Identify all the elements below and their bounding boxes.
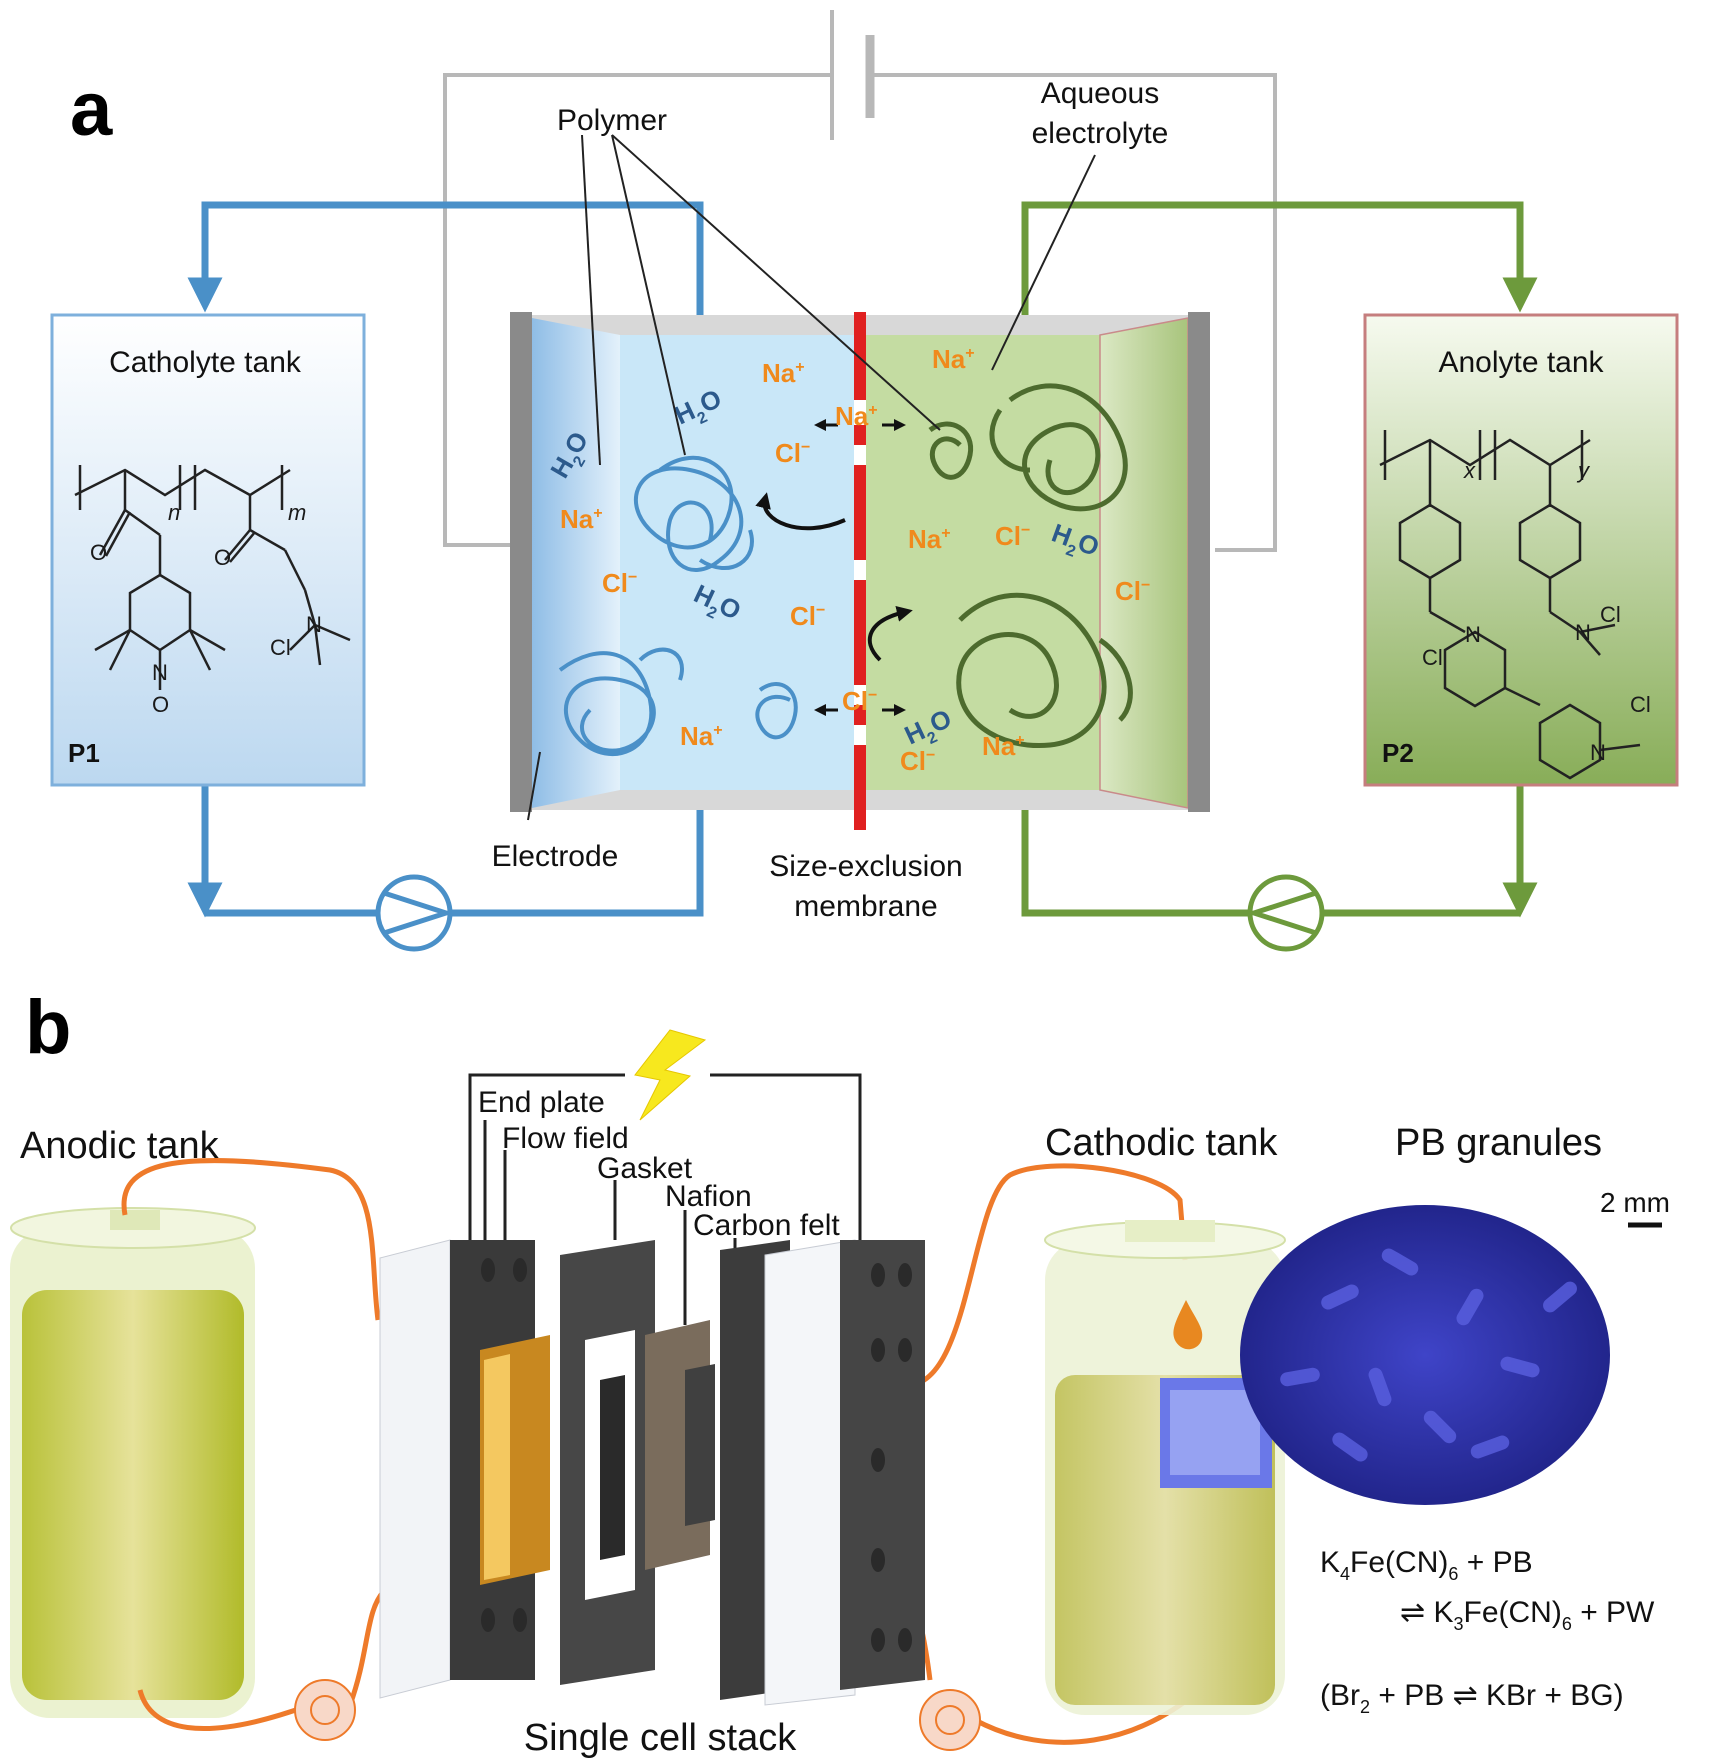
na-ion: Na+: [560, 504, 603, 534]
stack-leaders: [468, 1073, 862, 1325]
arrow-curve-right: [867, 605, 913, 662]
polymer-coils-blue: [558, 455, 798, 757]
aqueous-label: Aqueous: [1041, 77, 1159, 110]
pb-granules-label: PB granules: [1395, 1122, 1602, 1164]
anolyte-tank: Anolyte tank N N: [1363, 313, 1679, 787]
na-ion: Na+: [762, 358, 805, 388]
svg-text:y: y: [1576, 458, 1591, 483]
stack-component-labels: End plate Flow field Gasket Nafion Carbo…: [478, 1086, 840, 1759]
cl-ion: Cl−: [995, 521, 1030, 551]
polymer-coils-green: [928, 383, 1133, 749]
svg-text:N: N: [1590, 740, 1606, 765]
catholyte-tank: Catholyte tank O: [50, 313, 366, 787]
na-ion: Na+: [908, 524, 951, 554]
granules-photo: [1240, 1205, 1610, 1505]
equations: K4Fe(CN)6 + PB ⇌ K3Fe(CN)6 + PW (Br2 + P…: [1320, 1546, 1655, 1717]
svg-text:Cl: Cl: [270, 635, 291, 660]
svg-text:Cl: Cl: [1630, 692, 1651, 717]
cl-ion: Cl−: [900, 746, 935, 776]
p1-label: P1: [68, 738, 100, 768]
svg-text:N: N: [152, 660, 168, 685]
svg-text:Cl: Cl: [1422, 645, 1443, 670]
cathodic-tank-label: Cathodic tank: [1045, 1122, 1278, 1164]
electrode-label: Electrode: [492, 840, 619, 873]
p1-structure: [74, 465, 351, 690]
flow-cell: Na+ Na+ Cl− Na+ Cl− Cl− Na+ Cl− Na+ Na+ …: [510, 312, 1210, 830]
anolyte-loop: [1021, 201, 1538, 918]
equation-2: ⇌ K3Fe(CN)6 + PW: [1400, 1596, 1655, 1634]
gasket-label: Gasket: [597, 1152, 693, 1185]
p2-structure: [1379, 430, 1641, 780]
pump-icon: [375, 874, 455, 952]
anodic-tank: Anodic tank: [10, 1125, 256, 1718]
scale-bar-label: 2 mm: [1600, 1187, 1670, 1218]
svg-text:N: N: [1465, 622, 1481, 647]
droplet-icon: [1173, 1300, 1203, 1350]
membrane-label-line1: Size-exclusion: [769, 850, 962, 883]
equation-3: (Br2 + PB ⇌ KBr + BG): [1320, 1679, 1624, 1717]
cl-ion: Cl−: [775, 438, 810, 468]
external-circuit: [443, 10, 1277, 552]
end-plate-label: End plate: [478, 1086, 605, 1119]
na-ion: Na+: [680, 721, 723, 751]
svg-text:m: m: [288, 500, 306, 525]
single-cell-stack-label: Single cell stack: [524, 1717, 797, 1759]
cl-ion: Cl−: [842, 686, 877, 716]
polymer-label: Polymer: [557, 104, 667, 137]
svg-text:n: n: [168, 500, 180, 525]
svg-text:x: x: [1463, 458, 1476, 483]
svg-text:O: O: [214, 545, 231, 570]
svg-text:N: N: [306, 612, 322, 637]
cl-ion: Cl−: [1115, 576, 1150, 606]
electrolyte-label: electrolyte: [1032, 117, 1169, 150]
panel-a-letter: a: [70, 67, 113, 152]
cathodic-tank: Cathodic tank: [1044, 1122, 1286, 1715]
panel-b-letter: b: [25, 985, 71, 1070]
pump-icon: [1245, 874, 1325, 952]
flow-field-label: Flow field: [502, 1122, 629, 1155]
na-ion: Na+: [982, 731, 1025, 761]
equation-1: K4Fe(CN)6 + PB: [1320, 1546, 1533, 1584]
cl-ion: Cl−: [790, 601, 825, 631]
svg-text:O: O: [90, 540, 107, 565]
lightning-icon: [634, 1029, 707, 1121]
na-ion: Na+: [835, 401, 878, 431]
pump-icon: [919, 1689, 981, 1751]
pump-icon: [294, 1679, 356, 1741]
ion-labels: Na+ Na+ Cl− Na+ Cl− Cl− Na+ Cl− Na+ Na+ …: [560, 344, 1150, 776]
membrane-label-line2: membrane: [794, 890, 937, 923]
svg-text:O: O: [152, 692, 169, 717]
single-cell-stack: [379, 1239, 925, 1706]
svg-text:N: N: [1575, 620, 1591, 645]
cl-ion: Cl−: [602, 568, 637, 598]
panel-a: a: [50, 10, 1679, 952]
catholyte-loop: [187, 201, 704, 918]
p2-label: P2: [1382, 738, 1414, 768]
carbon-felt-label: Carbon felt: [693, 1209, 840, 1242]
electrode-left: [510, 312, 532, 812]
svg-text:Cl: Cl: [1600, 602, 1621, 627]
na-ion: Na+: [932, 344, 975, 374]
arrow-curve-left: [755, 492, 846, 531]
catholyte-tank-label: Catholyte tank: [109, 346, 302, 379]
panel-b: b Anodic tank: [10, 985, 1670, 1759]
nafion-label: Nafion: [665, 1180, 752, 1213]
electrode-right: [1188, 312, 1210, 812]
callout-lines: [527, 134, 1096, 821]
anolyte-tank-label: Anolyte tank: [1438, 346, 1604, 379]
pb-granules: PB granules 2 mm: [1240, 1122, 1670, 1505]
